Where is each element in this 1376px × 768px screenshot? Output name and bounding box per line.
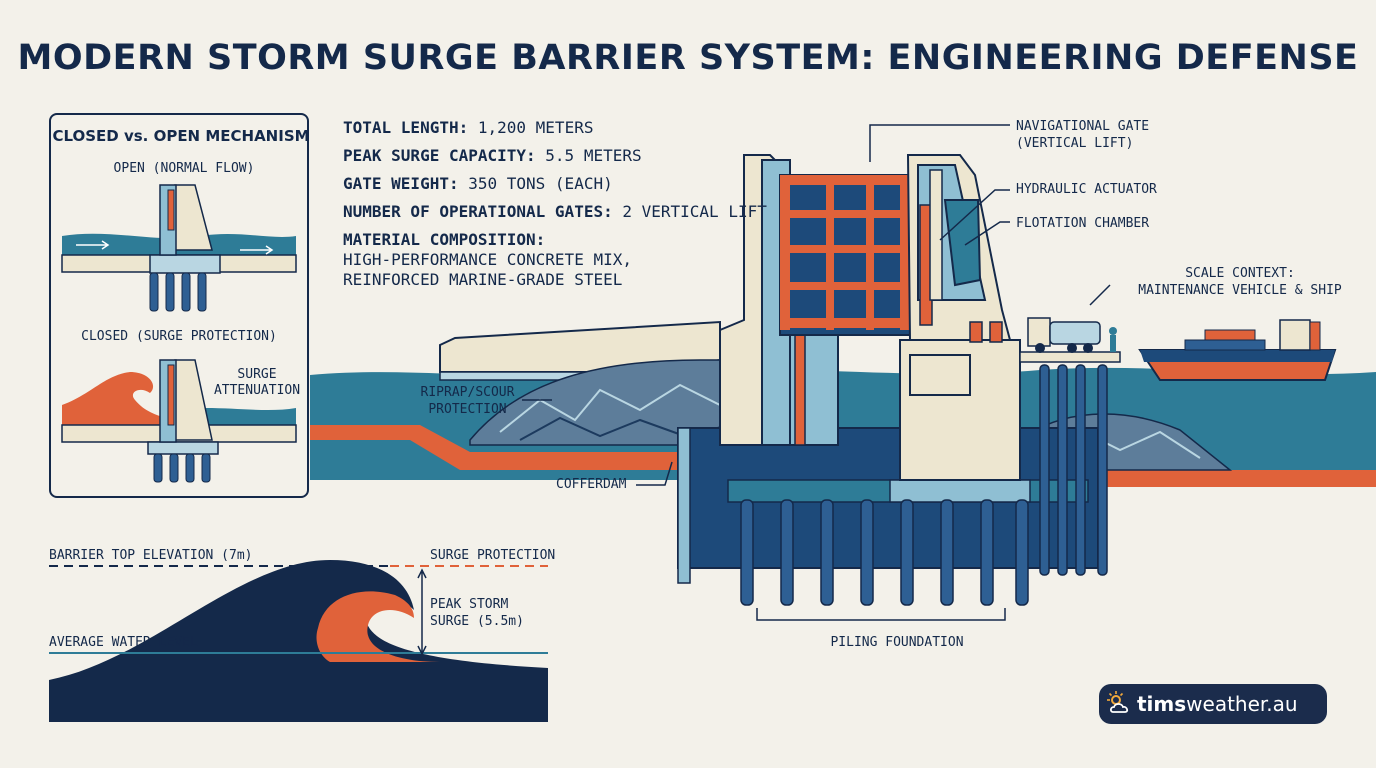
brand-badge[interactable]: timsweather.au — [1099, 684, 1327, 724]
surge-label-line-2: ATTENUATION — [213, 383, 301, 398]
label-average-water: AVERAGE WATER LEVEL — [49, 635, 198, 650]
navigational-gate — [779, 174, 911, 336]
callout-nav-gate-1: NAVIGATIONAL GATE — [1016, 119, 1150, 134]
mechanism-inset: CLOSED vs. OPEN MECHANISM — [49, 113, 310, 498]
callout-riprap-1: RIPRAP/SCOUR — [420, 385, 515, 400]
spec-material-line-1: HIGH-PERFORMANCE CONCRETE MIX, — [343, 250, 632, 269]
callout-piling: PILING FOUNDATION — [830, 635, 964, 650]
surge-level-graphic — [49, 560, 548, 722]
spec-gate-count: NUMBER OF OPERATIONAL GATES: 2 VERTICAL … — [343, 202, 767, 221]
leader-lines — [522, 124, 1111, 621]
callout-riprap-2: PROTECTION — [428, 402, 507, 417]
spec-total-length: TOTAL LENGTH: 1,200 METERS — [343, 118, 594, 137]
piling-foundation — [740, 364, 1108, 606]
closed-label: CLOSED (SURGE PROTECTION) — [81, 329, 277, 344]
spec-gate-weight: GATE WEIGHT: 350 TONS (EACH) — [343, 174, 613, 193]
spec-material-line-2: REINFORCED MARINE-GRADE STEEL — [343, 270, 623, 289]
surge-label-line-1: SURGE — [237, 367, 277, 382]
callout-nav-gate-2: (VERTICAL LIFT) — [1016, 136, 1134, 151]
label-surge-protection: SURGE PROTECTION — [430, 548, 556, 563]
callout-flotation: FLOTATION CHAMBER — [1016, 216, 1150, 231]
callout-scale-1: SCALE CONTEXT: — [1185, 266, 1295, 281]
brand-text: timsweather.au — [1137, 692, 1298, 716]
label-peak-surge-2: SURGE (5.5m) — [430, 614, 524, 629]
callout-scale-2: MAINTENANCE VEHICLE & SHIP — [1138, 283, 1342, 298]
callout-hydraulic: HYDRAULIC ACTUATOR — [1016, 182, 1157, 197]
inset-open-diagram — [61, 184, 297, 312]
sun-cloud-icon — [1107, 691, 1129, 713]
inset-closed-diagram — [61, 359, 297, 483]
label-barrier-top: BARRIER TOP ELEVATION (7m) — [49, 548, 253, 563]
container-ship — [1138, 319, 1337, 381]
left-tower — [719, 154, 839, 446]
callout-cofferdam: COFFERDAM — [556, 477, 627, 492]
cofferdam — [677, 427, 1099, 584]
inset-title: CLOSED vs. OPEN MECHANISM — [52, 127, 310, 145]
open-label: OPEN (NORMAL FLOW) — [113, 161, 255, 176]
spec-material-key: MATERIAL COMPOSITION: — [343, 230, 546, 249]
right-tower — [899, 154, 1021, 481]
label-peak-surge-1: PEAK STORM — [430, 597, 509, 612]
page-title: MODERN STORM SURGE BARRIER SYSTEM: ENGIN… — [17, 38, 1359, 78]
spec-peak-surge: PEAK SURGE CAPACITY: 5.5 METERS — [343, 146, 642, 165]
maintenance-vehicle — [1019, 317, 1121, 363]
